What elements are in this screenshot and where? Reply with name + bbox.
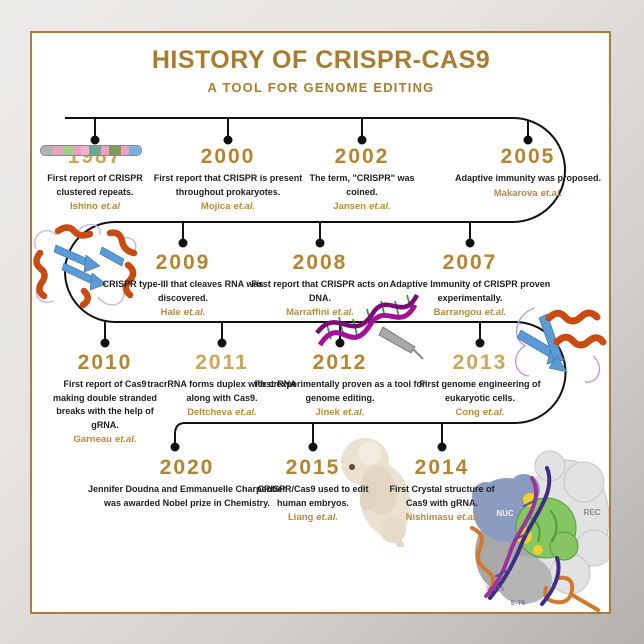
timeline-entry-2009: 2009 CRISPR type-III that cleaves RNA wa…	[96, 252, 270, 318]
year-label: 2007	[442, 251, 498, 274]
cas9-rec-label: REC	[584, 508, 601, 517]
timeline-entry-2020: 2020 Jennifer Doudna and Emmanuelle Char…	[82, 457, 292, 523]
year-label: 2020	[159, 456, 215, 479]
year-label: 2002	[334, 145, 390, 168]
timeline-entry-2015: 2015 CRISPR/Cas9 used to edit human embr…	[251, 457, 375, 523]
year-label: 2005	[500, 145, 556, 168]
timeline-entry-2008: 2008 First report that CRISPR acts on DN…	[248, 252, 392, 318]
timeline-entry-2013: 2013 First genome engineering of eukaryo…	[398, 352, 562, 418]
crispr-history-poster: HISTORY OF CRISPR-CAS9 A TOOL FOR GENOME…	[30, 31, 611, 614]
entry-description: The term, "CRISPR" was coined.	[309, 173, 415, 197]
cas9-ts-label: 5'-TS	[511, 601, 525, 607]
timeline-entry-2007: 2007 Adaptive Immunity of CRISPR proven …	[378, 252, 562, 318]
timeline-path-graphic	[64, 117, 567, 452]
poster-subtitle: A TOOL FOR GENOME EDITING	[207, 80, 435, 95]
timeline-entry-2012: 2012 First experimentally proven as a to…	[248, 352, 432, 418]
entry-description: First Crystal structure of Cas9 with gRN…	[389, 484, 495, 508]
entry-description: Adaptive immunity was proposed.	[454, 173, 602, 183]
entry-description: First genome engineering of eukaryotic c…	[419, 379, 541, 403]
year-label: 2000	[200, 145, 256, 168]
year-label: 2008	[292, 251, 348, 274]
timeline-entry-2014: 2014 First Crystal structure of Cas9 wit…	[380, 457, 504, 523]
entry-description: CRISPR type-III that cleaves RNA was dis…	[102, 279, 264, 303]
entry-description: Adaptive Immunity of CRISPR proven exper…	[389, 279, 551, 303]
year-label: 2015	[285, 456, 341, 479]
entry-description: First report of Cas9 making double stran…	[52, 379, 157, 430]
crispr-locus-repeats-graphic	[40, 145, 142, 156]
year-label: 2010	[77, 351, 133, 374]
entry-description: First report of CRISPR clustered repeats…	[47, 173, 143, 197]
entry-description: First report that CRISPR is present thro…	[153, 173, 303, 197]
cas9-structure-image: NUC REC 3'-NTS 5'-TS	[462, 448, 609, 612]
timeline-entry-2000: 2000 First report that CRISPR is present…	[133, 146, 323, 212]
timeline-entry-2002: 2002 The term, "CRISPR" was coined. Jans…	[295, 146, 429, 212]
timeline-entry-2005: 2005 Adaptive immunity was proposed. Mak…	[451, 146, 605, 199]
entry-description: CRISPR/Cas9 used to edit human embryos.	[257, 484, 369, 508]
dna-helix-needle-image	[315, 283, 425, 363]
entry-description: First experimentally proven as a tool fo…	[254, 379, 426, 403]
entry-description: Jennifer Doudna and Emmanuelle Charpenti…	[87, 484, 287, 508]
timeline-entry-2011: 2011 tracrRNA forms duplex with crRNA al…	[135, 352, 309, 418]
timeline-dots	[90, 135, 533, 452]
protein-ribbon-right-image	[505, 298, 609, 394]
year-label: 2009	[155, 251, 211, 274]
timeline-entry-2010: 2010 First report of Cas9 making double …	[49, 352, 161, 445]
year-label: 2014	[414, 456, 470, 479]
year-label: 2012	[312, 351, 368, 374]
protein-ribbon-left-image	[32, 219, 148, 315]
poster-title: HISTORY OF CRISPR-CAS9	[151, 46, 491, 74]
year-label: 2013	[452, 351, 508, 374]
cas9-nts-label: 3'-NTS	[486, 587, 504, 593]
entry-description: First report that CRISPR acts on DNA.	[251, 279, 389, 303]
cas9-nuc-label: NUC	[496, 509, 514, 518]
year-label: 2011	[195, 351, 249, 374]
entry-description: tracrRNA forms duplex with crRNA along w…	[147, 379, 297, 403]
